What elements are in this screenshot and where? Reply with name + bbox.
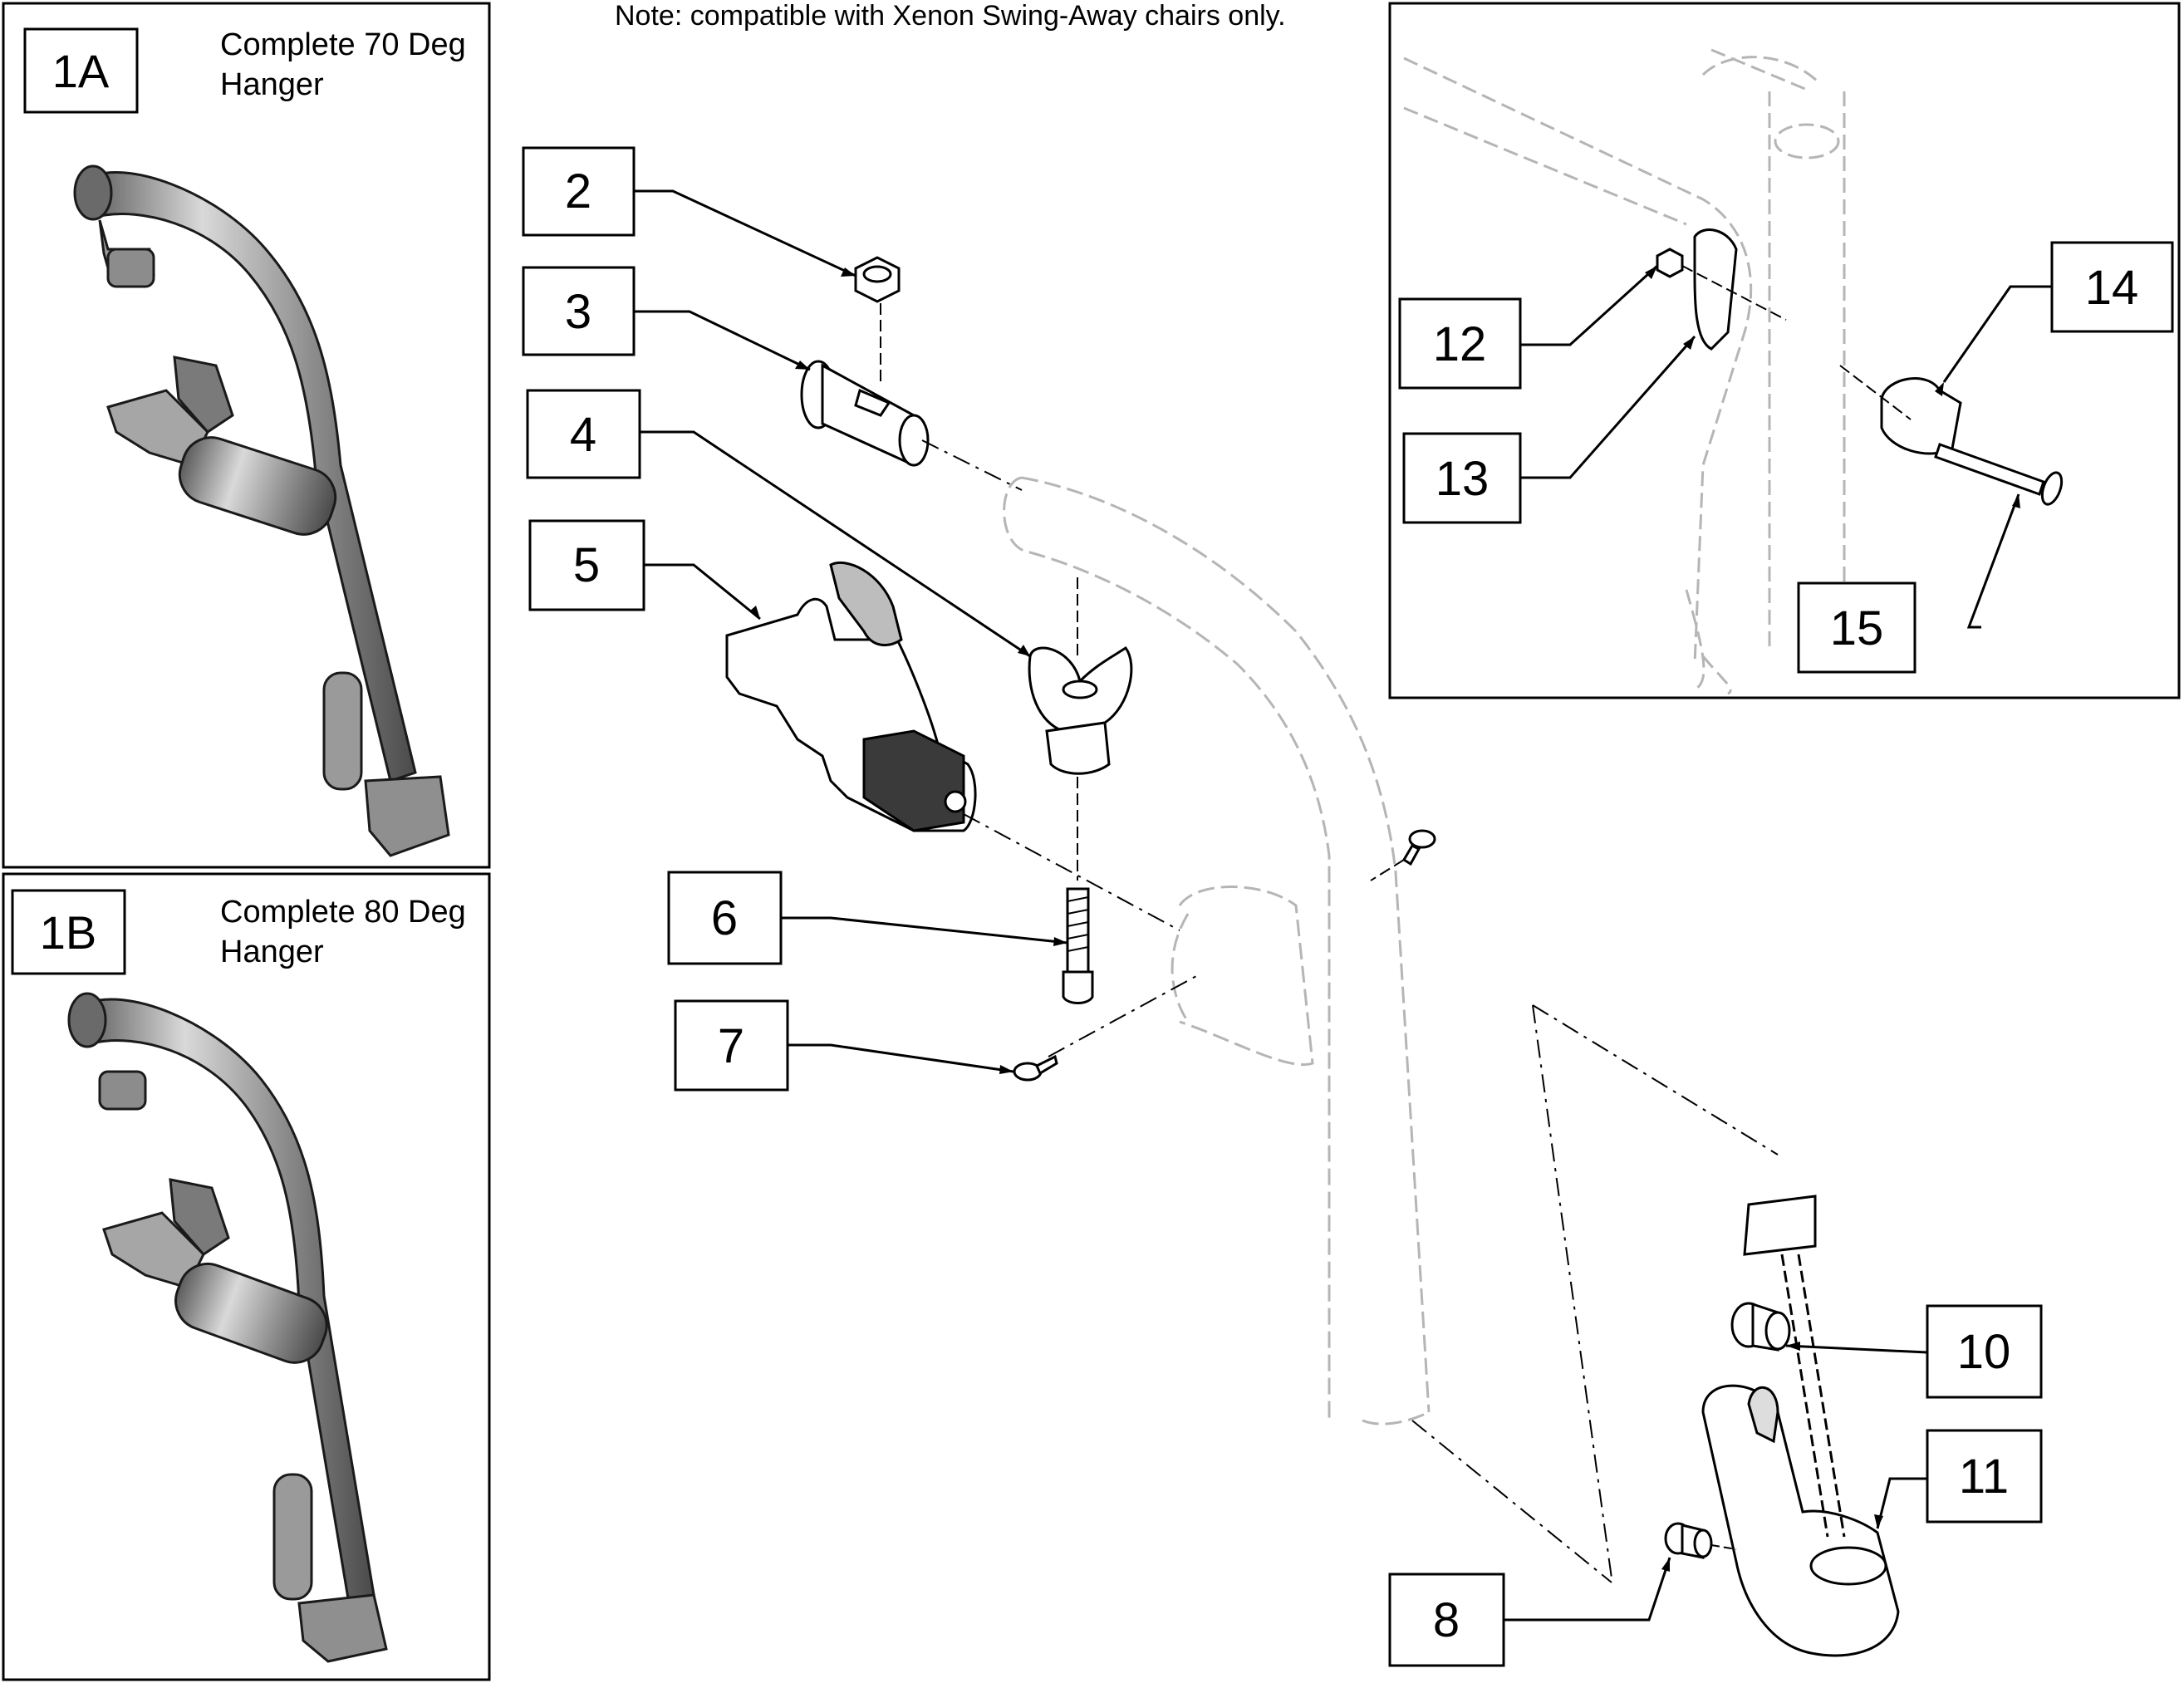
hanger-70-deg [73, 164, 450, 857]
callout-box-11 [1926, 1429, 2043, 1524]
callout-box-4 [526, 389, 641, 479]
callout-14: 14 [2085, 261, 2139, 315]
callout-8: 8 [1433, 1593, 1460, 1647]
title-1b-line1: Complete 80 Deg [220, 895, 466, 930]
callout-labels: 2 3 4 5 6 7 12 13 14 15 10 11 8 [565, 164, 2138, 1647]
part-4-cup [1028, 645, 1133, 775]
label-1a: 1A [52, 45, 110, 97]
callout-box-8 [1388, 1573, 1505, 1667]
title-1b-line2: Hanger [220, 935, 324, 969]
callout-15: 15 [1830, 601, 1884, 655]
callout-box-6 [667, 871, 783, 965]
panel-1b: 1B Complete 80 Deg Hanger [2, 872, 491, 1681]
part-11-socket [1701, 1195, 1900, 1657]
callout-12: 12 [1433, 317, 1487, 371]
inset-nut [1656, 248, 1684, 278]
callout-13: 13 [1436, 452, 1490, 506]
label-1b: 1B [40, 906, 97, 959]
callouts [522, 146, 2174, 1667]
part-6-bolt [1062, 887, 1094, 1004]
callout-box-2 [522, 146, 636, 237]
callout-box-5 [528, 519, 645, 611]
inset-clamp-front [1693, 228, 1738, 351]
title-1a-line2: Hanger [220, 67, 324, 102]
callout-10: 10 [1957, 1325, 2011, 1379]
inset-clamp-rear [1880, 377, 1962, 455]
callout-4: 4 [570, 408, 596, 462]
callout-box-14 [2050, 241, 2174, 333]
frame-screw [1401, 829, 1436, 866]
callout-box-10 [1926, 1304, 2043, 1399]
inset-panel [1388, 2, 2181, 699]
compatibility-note: Note: compatible with Xenon Swing-Away c… [615, 0, 1286, 32]
callout-3: 3 [565, 285, 591, 339]
main-exploded-view [725, 256, 1900, 1657]
label-box-1a [23, 27, 139, 114]
callout-7: 7 [718, 1019, 744, 1073]
callout-box-13 [1402, 432, 1522, 524]
callout-2: 2 [565, 164, 591, 218]
part-8-pin [1664, 1522, 1713, 1559]
part-2-nut [854, 256, 901, 303]
part-7-screw [1013, 1054, 1058, 1082]
panel-1a: 1A Complete 70 Deg Hanger [2, 2, 491, 869]
hanger-80-deg [67, 992, 388, 1663]
part-10-bushing [1730, 1302, 1791, 1352]
part-3-bushing [800, 360, 930, 467]
callout-box-3 [522, 266, 636, 356]
callout-box-7 [674, 999, 789, 1092]
title-1a-line1: Complete 70 Deg [220, 27, 466, 62]
callout-6: 6 [711, 891, 738, 945]
callout-5: 5 [573, 538, 600, 592]
callout-box-15 [1797, 581, 1917, 674]
inset-bolt [1934, 443, 2064, 506]
part-5-lever-clamp [725, 561, 977, 832]
callout-11: 11 [1959, 1450, 2009, 1504]
callout-box-12 [1398, 297, 1522, 390]
label-box-1b [11, 889, 126, 975]
